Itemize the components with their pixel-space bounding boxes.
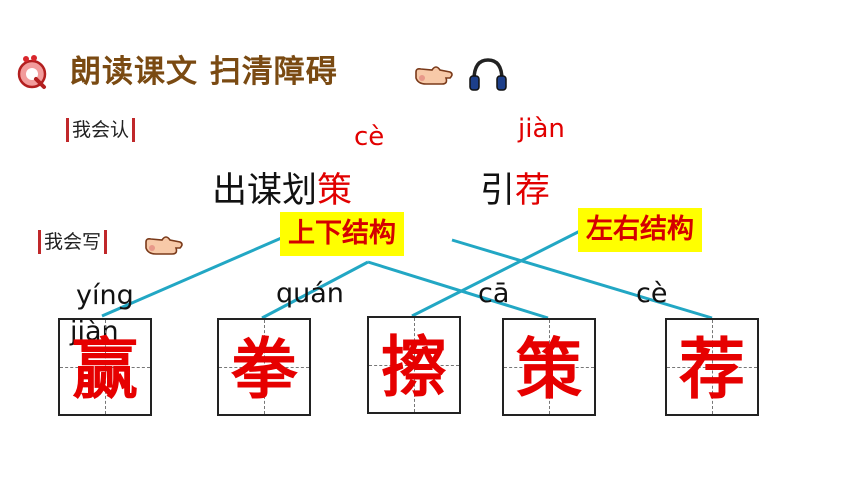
pinyin-ce: cè — [636, 278, 668, 309]
label-left-right-structure: 左右结构 — [578, 208, 702, 252]
pinyin-ying: yíng — [76, 280, 134, 311]
pointing-hand-icon[interactable] — [412, 60, 456, 90]
pointing-hand-icon[interactable] — [142, 230, 186, 260]
pinyin-jian: jiàn — [70, 316, 119, 347]
char-box-ce: 策 — [502, 318, 596, 416]
char-box-quan: 拳 — [217, 318, 311, 416]
word-highlight: 荐 — [515, 171, 551, 211]
word-highlight: 策 — [317, 171, 353, 211]
connector-line — [451, 238, 713, 320]
pinyin-ca: cā — [478, 278, 510, 309]
q-badge-icon — [14, 54, 50, 90]
char-ying: 赢 — [72, 330, 138, 408]
label-top-bottom-structure: 上下结构 — [280, 212, 404, 256]
headphone-icon[interactable] — [468, 56, 508, 94]
char-jian: 荐 — [679, 330, 745, 408]
word-prefix: 出谋划 — [212, 171, 318, 211]
word-prefix: 引 — [480, 171, 516, 211]
connector-line — [411, 229, 581, 318]
char-quan: 拳 — [231, 330, 297, 408]
write-section-label: 我会写 — [38, 230, 108, 254]
connector-line — [261, 260, 369, 320]
char-box-ying: 赢 — [58, 318, 152, 416]
char-ca: 擦 — [381, 328, 447, 406]
pinyin-jian-top: jiàn — [518, 114, 565, 144]
connector-line — [101, 234, 287, 318]
word-chumouhuace: 出谋划策 — [212, 162, 352, 213]
char-ce: 策 — [516, 330, 582, 408]
page-title: 朗读课文 扫清障碍 — [70, 54, 338, 90]
char-box-ca: 擦 — [367, 316, 461, 414]
word-yinjian: 引荐 — [480, 162, 550, 213]
recognize-section-label: 我会认 — [66, 118, 136, 142]
pinyin-quan: quán — [276, 278, 344, 309]
char-box-jian: 荐 — [665, 318, 759, 416]
pinyin-ce-top: cè — [354, 122, 385, 152]
connector-line — [367, 260, 549, 320]
